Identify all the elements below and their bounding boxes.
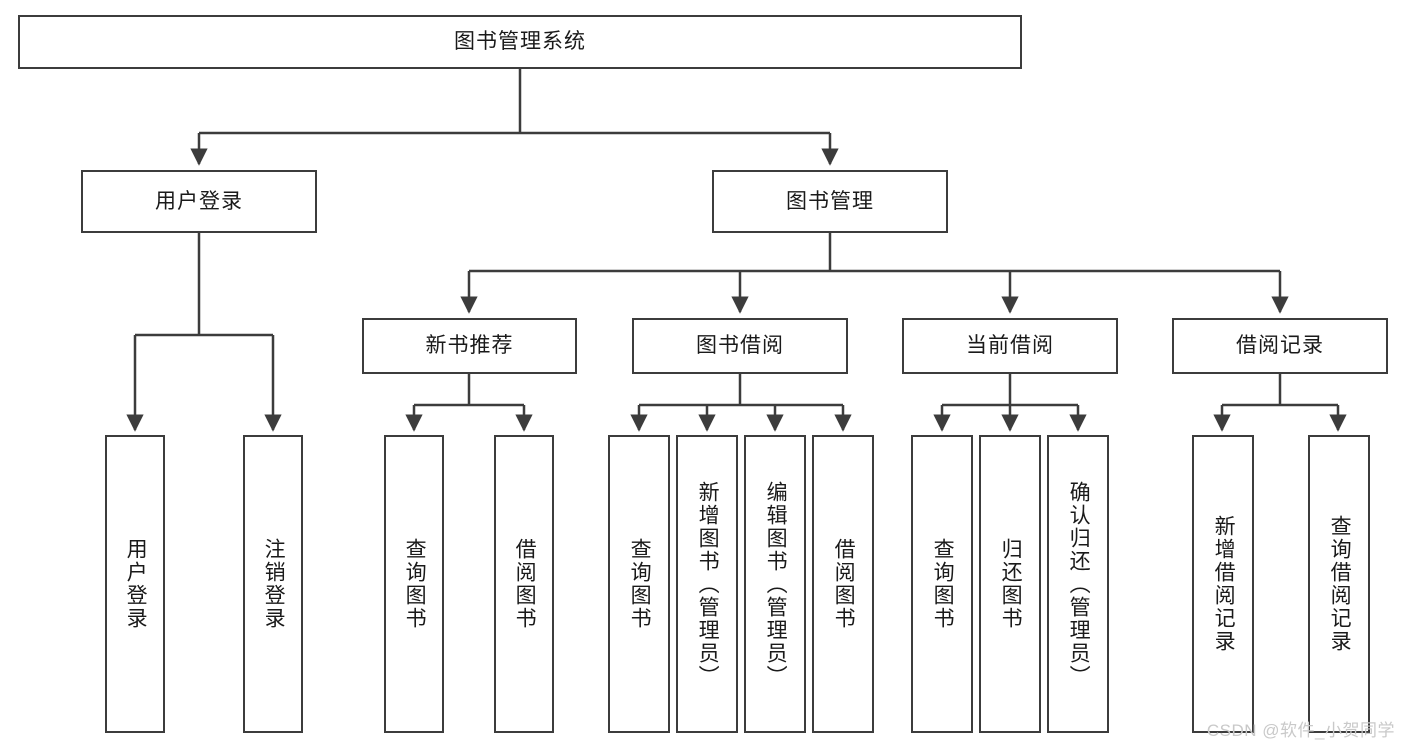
node-book-borrow-label: 图书借阅 bbox=[696, 334, 784, 358]
node-book-borrow[interactable]: 图书借阅 bbox=[632, 318, 848, 374]
node-leaf-confirm-return[interactable]: 确认归还（管理员） bbox=[1047, 435, 1109, 733]
node-borrow-record-label: 借阅记录 bbox=[1236, 334, 1324, 358]
node-new-book-rec-label: 新书推荐 bbox=[425, 334, 514, 358]
node-book-manage[interactable]: 图书管理 bbox=[712, 170, 948, 233]
node-new-book-rec[interactable]: 新书推荐 bbox=[362, 318, 577, 374]
watermark: CSDN @软件_小贺同学 bbox=[1206, 721, 1395, 740]
node-leaf-query-book-3-label: 查询图书 bbox=[931, 538, 955, 630]
node-leaf-query-record[interactable]: 查询借阅记录 bbox=[1308, 435, 1370, 733]
node-leaf-edit-book-label: 编辑图书（管理员） bbox=[764, 480, 788, 688]
node-current-borrow-label: 当前借阅 bbox=[966, 334, 1054, 358]
node-leaf-return-book-label: 归还图书 bbox=[999, 538, 1023, 630]
node-leaf-edit-book[interactable]: 编辑图书（管理员） bbox=[744, 435, 806, 733]
node-leaf-borrow-book-1[interactable]: 借阅图书 bbox=[494, 435, 554, 733]
node-leaf-confirm-return-label: 确认归还（管理员） bbox=[1067, 480, 1091, 688]
node-root-label: 图书管理系统 bbox=[454, 30, 586, 54]
node-leaf-return-book[interactable]: 归还图书 bbox=[979, 435, 1041, 733]
node-leaf-user-login-label: 用户登录 bbox=[124, 538, 148, 630]
node-leaf-borrow-book-1-label: 借阅图书 bbox=[513, 538, 537, 630]
node-leaf-query-book-2[interactable]: 查询图书 bbox=[608, 435, 670, 733]
node-leaf-query-book-2-label: 查询图书 bbox=[628, 538, 652, 630]
node-leaf-logout[interactable]: 注销登录 bbox=[243, 435, 303, 733]
node-leaf-query-record-label: 查询借阅记录 bbox=[1328, 515, 1352, 653]
node-leaf-query-book-3[interactable]: 查询图书 bbox=[911, 435, 973, 733]
node-leaf-add-book[interactable]: 新增图书（管理员） bbox=[676, 435, 738, 733]
node-leaf-query-book-1-label: 查询图书 bbox=[403, 538, 427, 630]
node-borrow-record[interactable]: 借阅记录 bbox=[1172, 318, 1388, 374]
node-root[interactable]: 图书管理系统 bbox=[18, 15, 1022, 69]
node-leaf-borrow-book-2[interactable]: 借阅图书 bbox=[812, 435, 874, 733]
node-leaf-logout-label: 注销登录 bbox=[262, 538, 286, 630]
node-leaf-add-record-label: 新增借阅记录 bbox=[1212, 515, 1236, 653]
node-leaf-borrow-book-2-label: 借阅图书 bbox=[832, 538, 856, 630]
node-leaf-add-book-label: 新增图书（管理员） bbox=[696, 480, 720, 688]
node-leaf-add-record[interactable]: 新增借阅记录 bbox=[1192, 435, 1254, 733]
node-user-login[interactable]: 用户登录 bbox=[81, 170, 317, 233]
node-leaf-user-login[interactable]: 用户登录 bbox=[105, 435, 165, 733]
node-current-borrow[interactable]: 当前借阅 bbox=[902, 318, 1118, 374]
node-user-login-label: 用户登录 bbox=[155, 189, 243, 213]
node-leaf-query-book-1[interactable]: 查询图书 bbox=[384, 435, 444, 733]
node-book-manage-label: 图书管理 bbox=[786, 189, 874, 213]
